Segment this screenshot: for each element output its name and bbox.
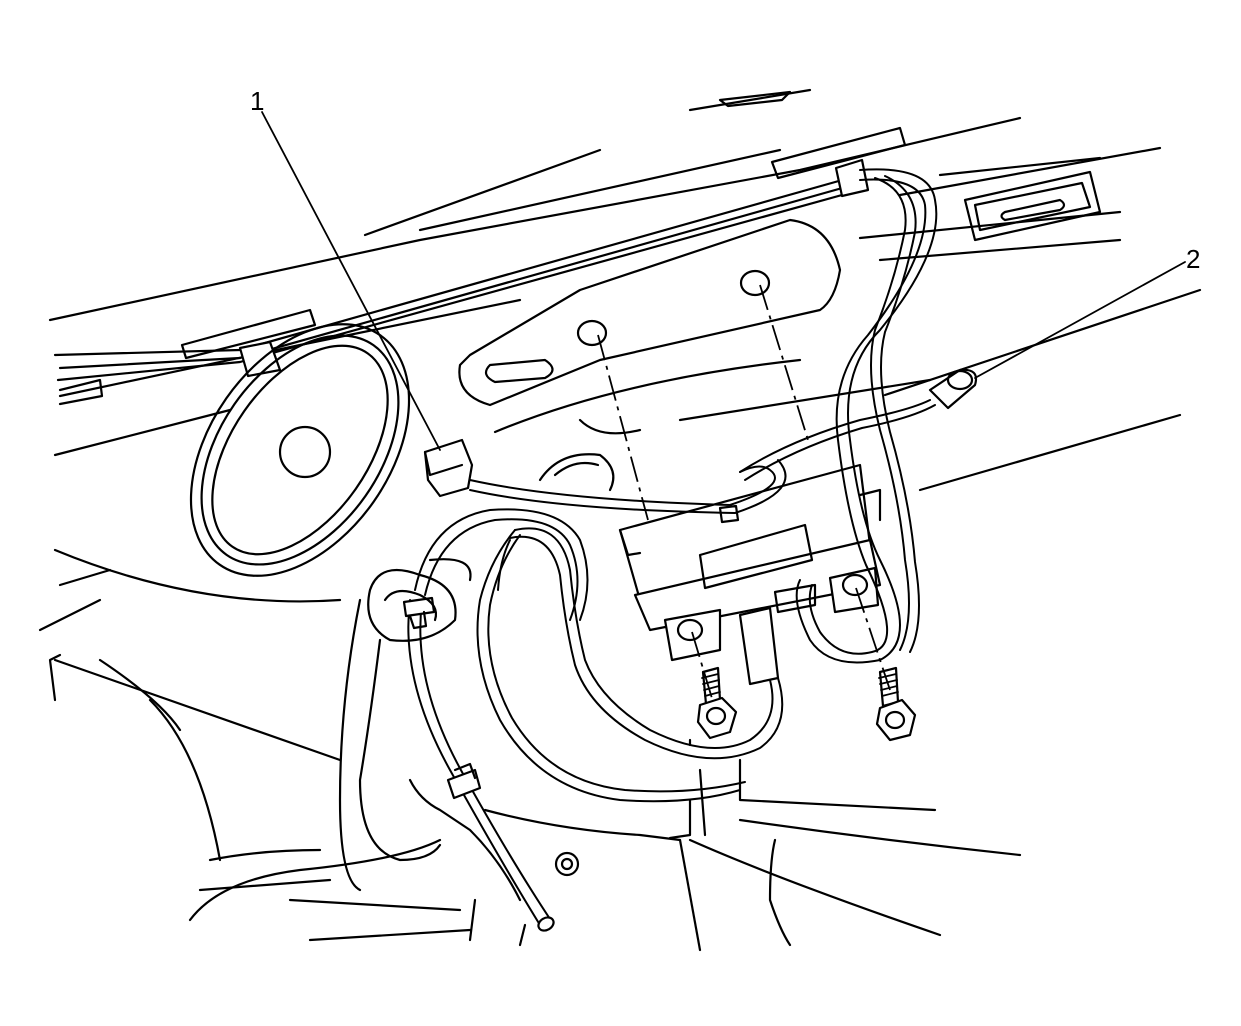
module-connector: [738, 606, 780, 686]
cable-clip-upper: [402, 596, 436, 618]
callout-2-leader: [974, 261, 1186, 379]
callout-1-leader: [261, 111, 441, 451]
wire-clip-connector: [423, 438, 474, 498]
body-panel-lines: [38, 88, 1202, 762]
mounting-bracket: [458, 218, 842, 407]
cable-clip-lower: [446, 768, 482, 800]
callout-leaders: [261, 111, 1186, 451]
harness-loop: [414, 508, 937, 840]
fastener-centerlines: [597, 284, 891, 706]
roof-rail: [53, 126, 907, 406]
ground-wire: [469, 368, 978, 514]
access-hole: [189, 323, 411, 577]
callout-2-label: 2: [1186, 244, 1201, 274]
bolt-right: [875, 666, 917, 742]
vent-slot: [963, 170, 1102, 242]
antenna-cable-right: [795, 168, 938, 664]
bolt-left: [696, 666, 738, 740]
callout-1-label: 1: [250, 86, 265, 116]
rail-clip-left: [238, 340, 282, 378]
rail-clip-right: [834, 158, 870, 198]
lower-body-contours: [98, 418, 1022, 952]
antenna-cable-lower: [402, 596, 555, 932]
